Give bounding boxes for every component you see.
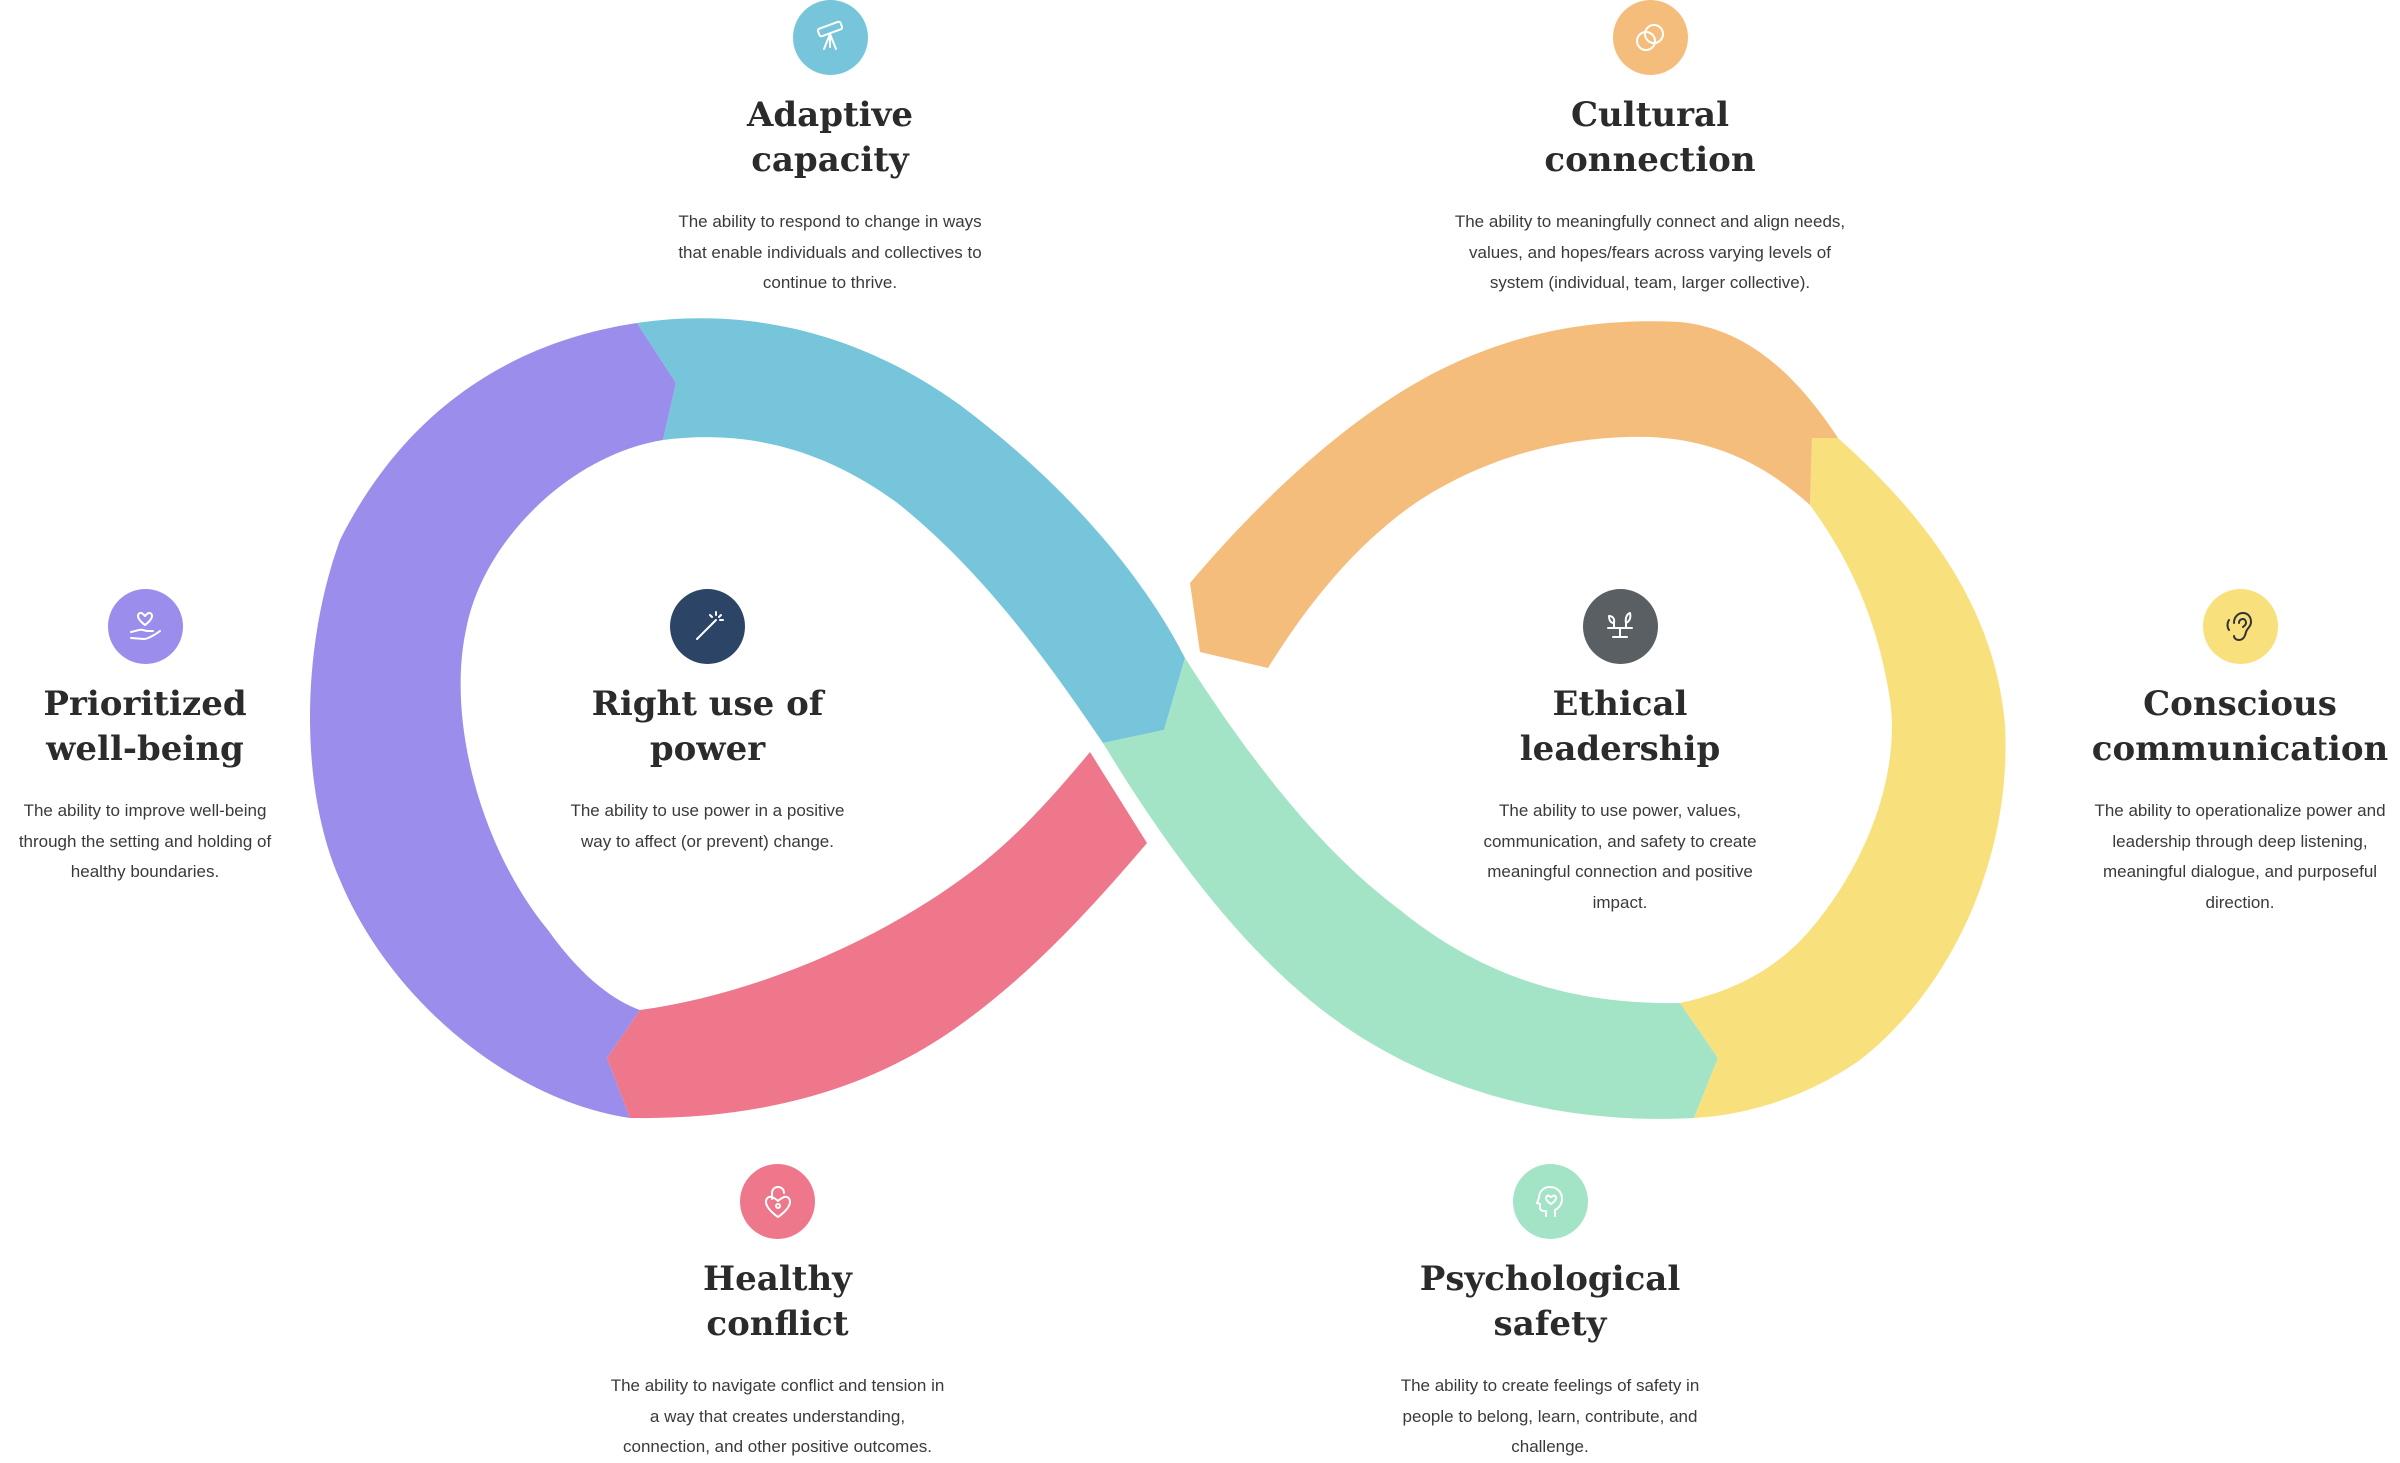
segment-conscious-communication bbox=[1680, 438, 2006, 1118]
ear-icon bbox=[2202, 589, 2278, 664]
concept-cultural-connection: Cultural connection The ability to meani… bbox=[1440, 0, 1860, 299]
segment-psychological-safety bbox=[1103, 658, 1718, 1119]
concept-description: The ability to operationalize power and … bbox=[2094, 801, 2386, 912]
concept-healthy-conflict: Healthy conflict The ability to navigate… bbox=[600, 1164, 955, 1463]
concept-title: Adaptive capacity bbox=[747, 95, 913, 180]
concept-psychological-safety: Psychological safety The ability to crea… bbox=[1370, 1164, 1730, 1463]
concept-prioritized-well-being: Prioritized well-being The ability to im… bbox=[0, 589, 290, 888]
heart-lock-icon bbox=[740, 1164, 815, 1239]
segment-prioritized-well-being bbox=[310, 323, 676, 1118]
concept-title: Healthy conflict bbox=[703, 1259, 852, 1344]
head-heart-icon bbox=[1512, 1164, 1588, 1239]
concept-title: Ethical leadership bbox=[1519, 684, 1721, 769]
concept-description: The ability to navigate conflict and ten… bbox=[610, 1376, 945, 1456]
concept-description: The ability to respond to change in ways… bbox=[678, 212, 982, 292]
segment-healthy-conflict bbox=[607, 752, 1147, 1119]
concept-description: The ability to meaningfully connect and … bbox=[1454, 212, 1846, 292]
interlocking-rings-icon bbox=[1612, 0, 1688, 75]
segment-cultural-connection bbox=[1190, 321, 1838, 668]
concept-description: The ability to use power, values, commun… bbox=[1483, 801, 1757, 912]
concept-adaptive-capacity: Adaptive capacity The ability to respond… bbox=[660, 0, 1000, 299]
concept-title: Conscious communication bbox=[2091, 684, 2389, 769]
sprouting-plant-icon bbox=[1582, 589, 1658, 664]
concept-title: Prioritized well-being bbox=[43, 684, 247, 769]
segment-adaptive-capacity bbox=[637, 318, 1185, 743]
concept-ethical-leadership: Ethical leadership The ability to use po… bbox=[1470, 589, 1770, 918]
concept-title: Cultural connection bbox=[1544, 95, 1756, 180]
concept-description: The ability to create feelings of safety… bbox=[1400, 1376, 1700, 1456]
concept-title: Right use of power bbox=[591, 684, 824, 769]
magic-wand-icon bbox=[670, 589, 745, 664]
concept-conscious-communication: Conscious communication The ability to o… bbox=[2080, 589, 2400, 918]
concept-description: The ability to use power in a positive w… bbox=[570, 801, 845, 851]
concept-title: Psychological safety bbox=[1419, 1259, 1681, 1344]
telescope-icon bbox=[792, 0, 868, 75]
hand-heart-icon bbox=[107, 589, 183, 664]
concept-description: The ability to improve well-being throug… bbox=[18, 801, 272, 881]
concept-right-use-of-power: Right use of power The ability to use po… bbox=[560, 589, 855, 857]
